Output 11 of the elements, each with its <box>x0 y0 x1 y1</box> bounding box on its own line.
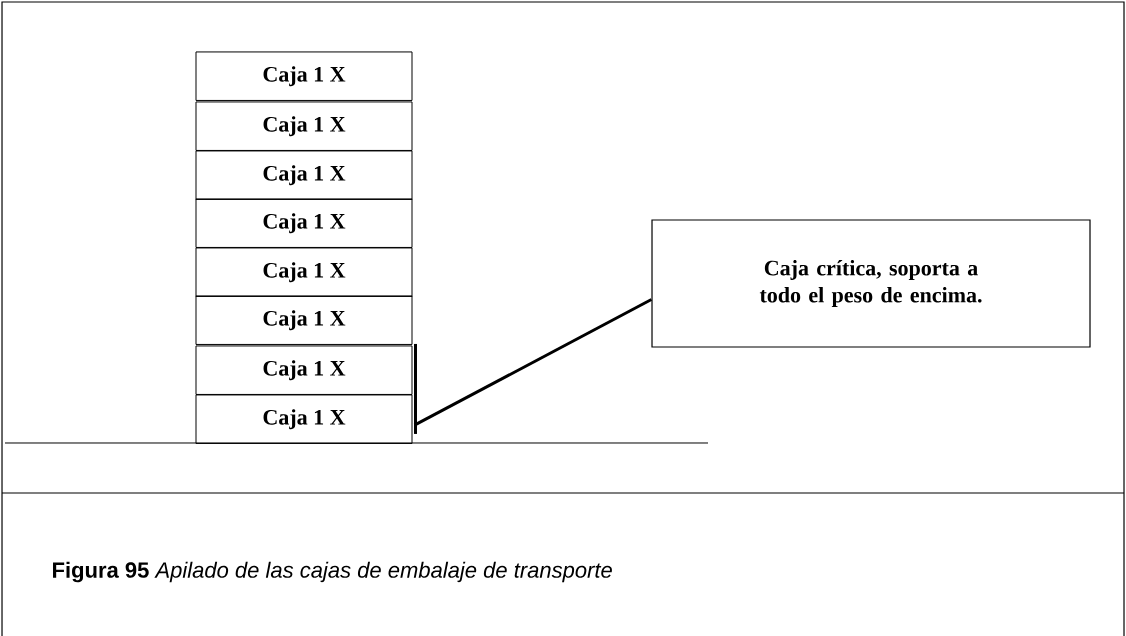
box: Caja 1 X <box>195 295 413 345</box>
box: Caja 1 X <box>195 150 413 200</box>
box: Caja 1 X <box>195 394 413 444</box>
callout-box: Caja crítica, soporta a todo el peso de encima. <box>651 219 1091 348</box>
box: Caja 1 X <box>195 247 413 297</box>
box: Caja 1 X <box>195 51 413 101</box>
box: Caja 1 X <box>195 345 413 395</box>
leader-line <box>413 298 653 427</box>
box: Caja 1 X <box>195 101 413 151</box>
caption: Figura 95 Apilado de las cajas de embalaje de transporte <box>53 561 612 583</box>
box: Caja 1 X <box>195 198 413 248</box>
